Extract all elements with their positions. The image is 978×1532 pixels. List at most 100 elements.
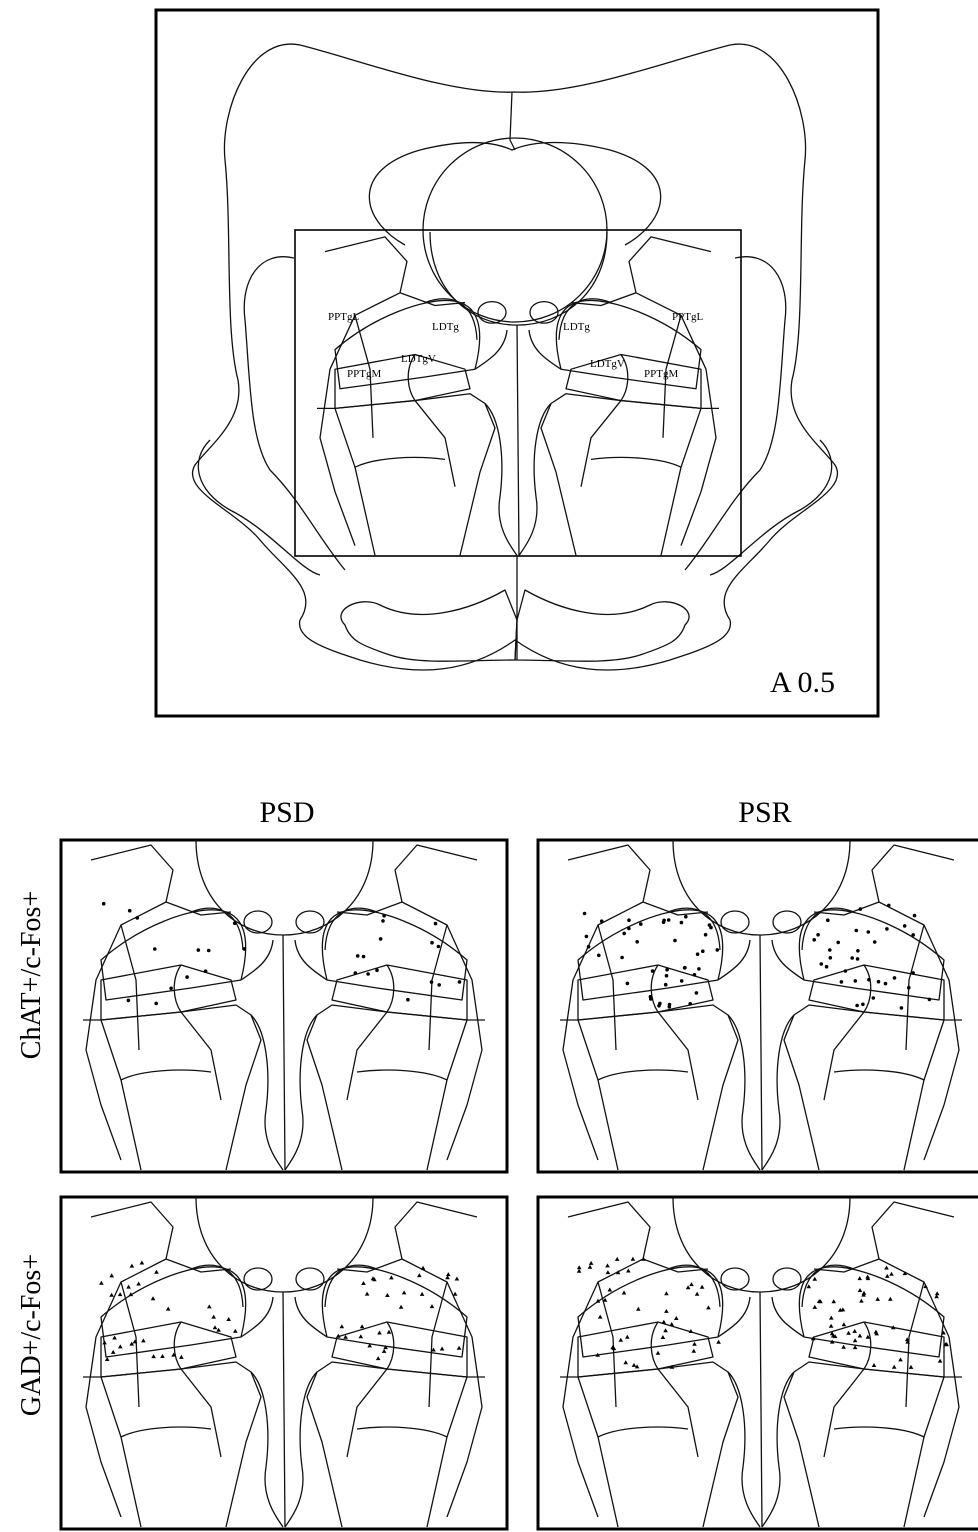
- gad-fos-cell-triangle: [577, 1265, 582, 1269]
- chat-fos-cell-dot: [893, 976, 897, 980]
- gad-fos-cell-triangle: [852, 1329, 857, 1333]
- chat-fos-cell-dot: [701, 949, 705, 953]
- gad-fos-cell-triangle: [385, 1293, 390, 1297]
- gad-fos-cell-triangle: [377, 1331, 382, 1335]
- gad-fos-cell-triangle: [858, 1334, 863, 1338]
- row-header-chat: ChAT+/c-Fos+: [16, 891, 47, 1059]
- chat-fos-cell-dot: [651, 969, 655, 973]
- gad-fos-cell-triangle: [213, 1325, 218, 1329]
- gad-fos-cell-triangle: [829, 1324, 834, 1328]
- gad-fos-cell-triangle: [859, 1299, 864, 1303]
- chat-fos-cell-dot: [856, 957, 860, 961]
- gad-fos-cell-triangle: [884, 1266, 889, 1270]
- gad-fos-cell-triangle: [842, 1322, 847, 1326]
- gad-fos-cell-triangle: [606, 1270, 611, 1274]
- gad-fos-cell-triangle: [216, 1328, 221, 1332]
- chat-fos-cell-dot: [207, 949, 211, 953]
- chat-fos-cell-dot: [812, 938, 816, 942]
- chat-fos-cell-dot: [649, 997, 653, 1001]
- chat-fos-cell-dot: [626, 982, 630, 986]
- gad-fos-cell-triangle: [909, 1365, 914, 1369]
- gad-fos-cell-triangle: [361, 1281, 366, 1285]
- chat-fos-cell-dot: [153, 947, 157, 951]
- gad-fos-cell-triangle: [892, 1365, 897, 1369]
- chat-fos-cell-dot: [434, 922, 438, 926]
- chat-fos-cell-dot: [665, 968, 669, 972]
- panel-psr-gad: [538, 1197, 978, 1529]
- gad-fos-cell-triangle: [440, 1347, 445, 1351]
- chat-fos-cell-dot: [884, 982, 888, 986]
- chat-fos-cell-dot: [911, 933, 915, 937]
- label-pptgm-right: PPTgM: [644, 368, 678, 380]
- gad-fos-cell-triangle: [841, 1307, 846, 1311]
- gad-fos-cell-triangle: [420, 1292, 425, 1296]
- chat-fos-cell-dot: [382, 914, 386, 918]
- gad-fos-cell-triangle: [126, 1285, 131, 1289]
- gad-fos-cell-triangle: [457, 1346, 462, 1350]
- markers-psd-gad: [99, 1261, 461, 1362]
- chat-fos-cell-dot: [657, 1004, 661, 1008]
- gad-fos-cell-triangle: [455, 1277, 460, 1281]
- gad-fos-cell-triangle: [109, 1273, 114, 1277]
- label-pptgl-right: PPTgL: [672, 311, 703, 323]
- gad-fos-cell-triangle: [382, 1349, 387, 1353]
- chat-fos-cell-dot: [102, 902, 106, 906]
- chat-fos-cell-dot: [154, 1002, 158, 1006]
- gad-fos-cell-triangle: [632, 1363, 637, 1367]
- chat-fos-cell-dot: [907, 986, 911, 990]
- chat-fos-cell-dot: [197, 948, 201, 952]
- gad-fos-cell-triangle: [923, 1284, 928, 1288]
- gad-fos-cell-triangle: [619, 1338, 624, 1342]
- label-pptgm-left: PPTgM: [347, 368, 381, 380]
- chat-fos-cell-dot: [828, 948, 832, 952]
- gad-fos-cell-triangle: [623, 1360, 628, 1364]
- chat-fos-cell-dot: [627, 918, 631, 922]
- gad-fos-cell-triangle: [399, 1305, 404, 1309]
- gad-fos-cell-triangle: [846, 1331, 851, 1335]
- gad-fos-cell-triangle: [402, 1290, 407, 1294]
- chat-fos-cell-dot: [127, 999, 131, 1003]
- markers-psr-chat: [583, 904, 932, 1010]
- chat-fos-cell-dot: [825, 965, 829, 969]
- gad-fos-cell-triangle: [661, 1335, 666, 1339]
- gad-fos-cell-triangle: [166, 1307, 171, 1311]
- chat-fos-cell-dot: [430, 941, 434, 945]
- chat-fos-cell-dot: [406, 998, 410, 1002]
- chat-fos-cell-dot: [873, 940, 877, 944]
- chat-fos-cell-dot: [169, 987, 173, 991]
- gad-fos-cell-triangle: [141, 1338, 146, 1342]
- gad-fos-cell-triangle: [689, 1282, 694, 1286]
- gad-fos-cell-triangle: [625, 1335, 630, 1339]
- chat-fos-cell-dot: [855, 929, 859, 933]
- chat-fos-cell-dot: [437, 983, 441, 987]
- label-ldtgv-right: LDTgV: [590, 358, 625, 370]
- gad-fos-cell-triangle: [360, 1324, 365, 1328]
- chat-fos-cell-dot: [697, 967, 701, 971]
- gad-fos-cell-triangle: [885, 1274, 890, 1278]
- chat-fos-cell-dot: [850, 956, 854, 960]
- gad-fos-cell-triangle: [226, 1317, 231, 1321]
- chat-fos-cell-dot: [688, 1002, 692, 1006]
- chat-fos-cell-dot: [900, 1006, 904, 1010]
- gad-fos-cell-triangle: [111, 1350, 116, 1354]
- gad-fos-cell-triangle: [446, 1272, 451, 1276]
- gad-fos-cell-triangle: [102, 1340, 107, 1344]
- gad-fos-cell-triangle: [664, 1291, 669, 1295]
- chat-fos-cell-dot: [887, 904, 891, 908]
- gad-fos-cell-triangle: [700, 1285, 705, 1289]
- gad-fos-cell-triangle: [889, 1272, 894, 1276]
- chat-fos-cell-dot: [662, 919, 666, 923]
- chat-fos-cell-dot: [708, 923, 712, 927]
- gad-fos-cell-triangle: [109, 1293, 114, 1297]
- gad-fos-cell-triangle: [179, 1355, 184, 1359]
- chat-fos-cell-dot: [695, 991, 699, 995]
- chat-fos-cell-dot: [840, 980, 844, 984]
- gad-fos-cell-triangle: [831, 1299, 836, 1303]
- chat-fos-cell-dot: [243, 947, 247, 951]
- gad-fos-cell-triangle: [608, 1288, 613, 1292]
- column-header-psr: PSR: [738, 796, 791, 829]
- gad-fos-cell-triangle: [862, 1291, 867, 1295]
- chat-fos-cell-dot: [375, 968, 379, 972]
- gad-fos-cell-triangle: [664, 1309, 669, 1313]
- gad-fos-cell-triangle: [813, 1277, 818, 1281]
